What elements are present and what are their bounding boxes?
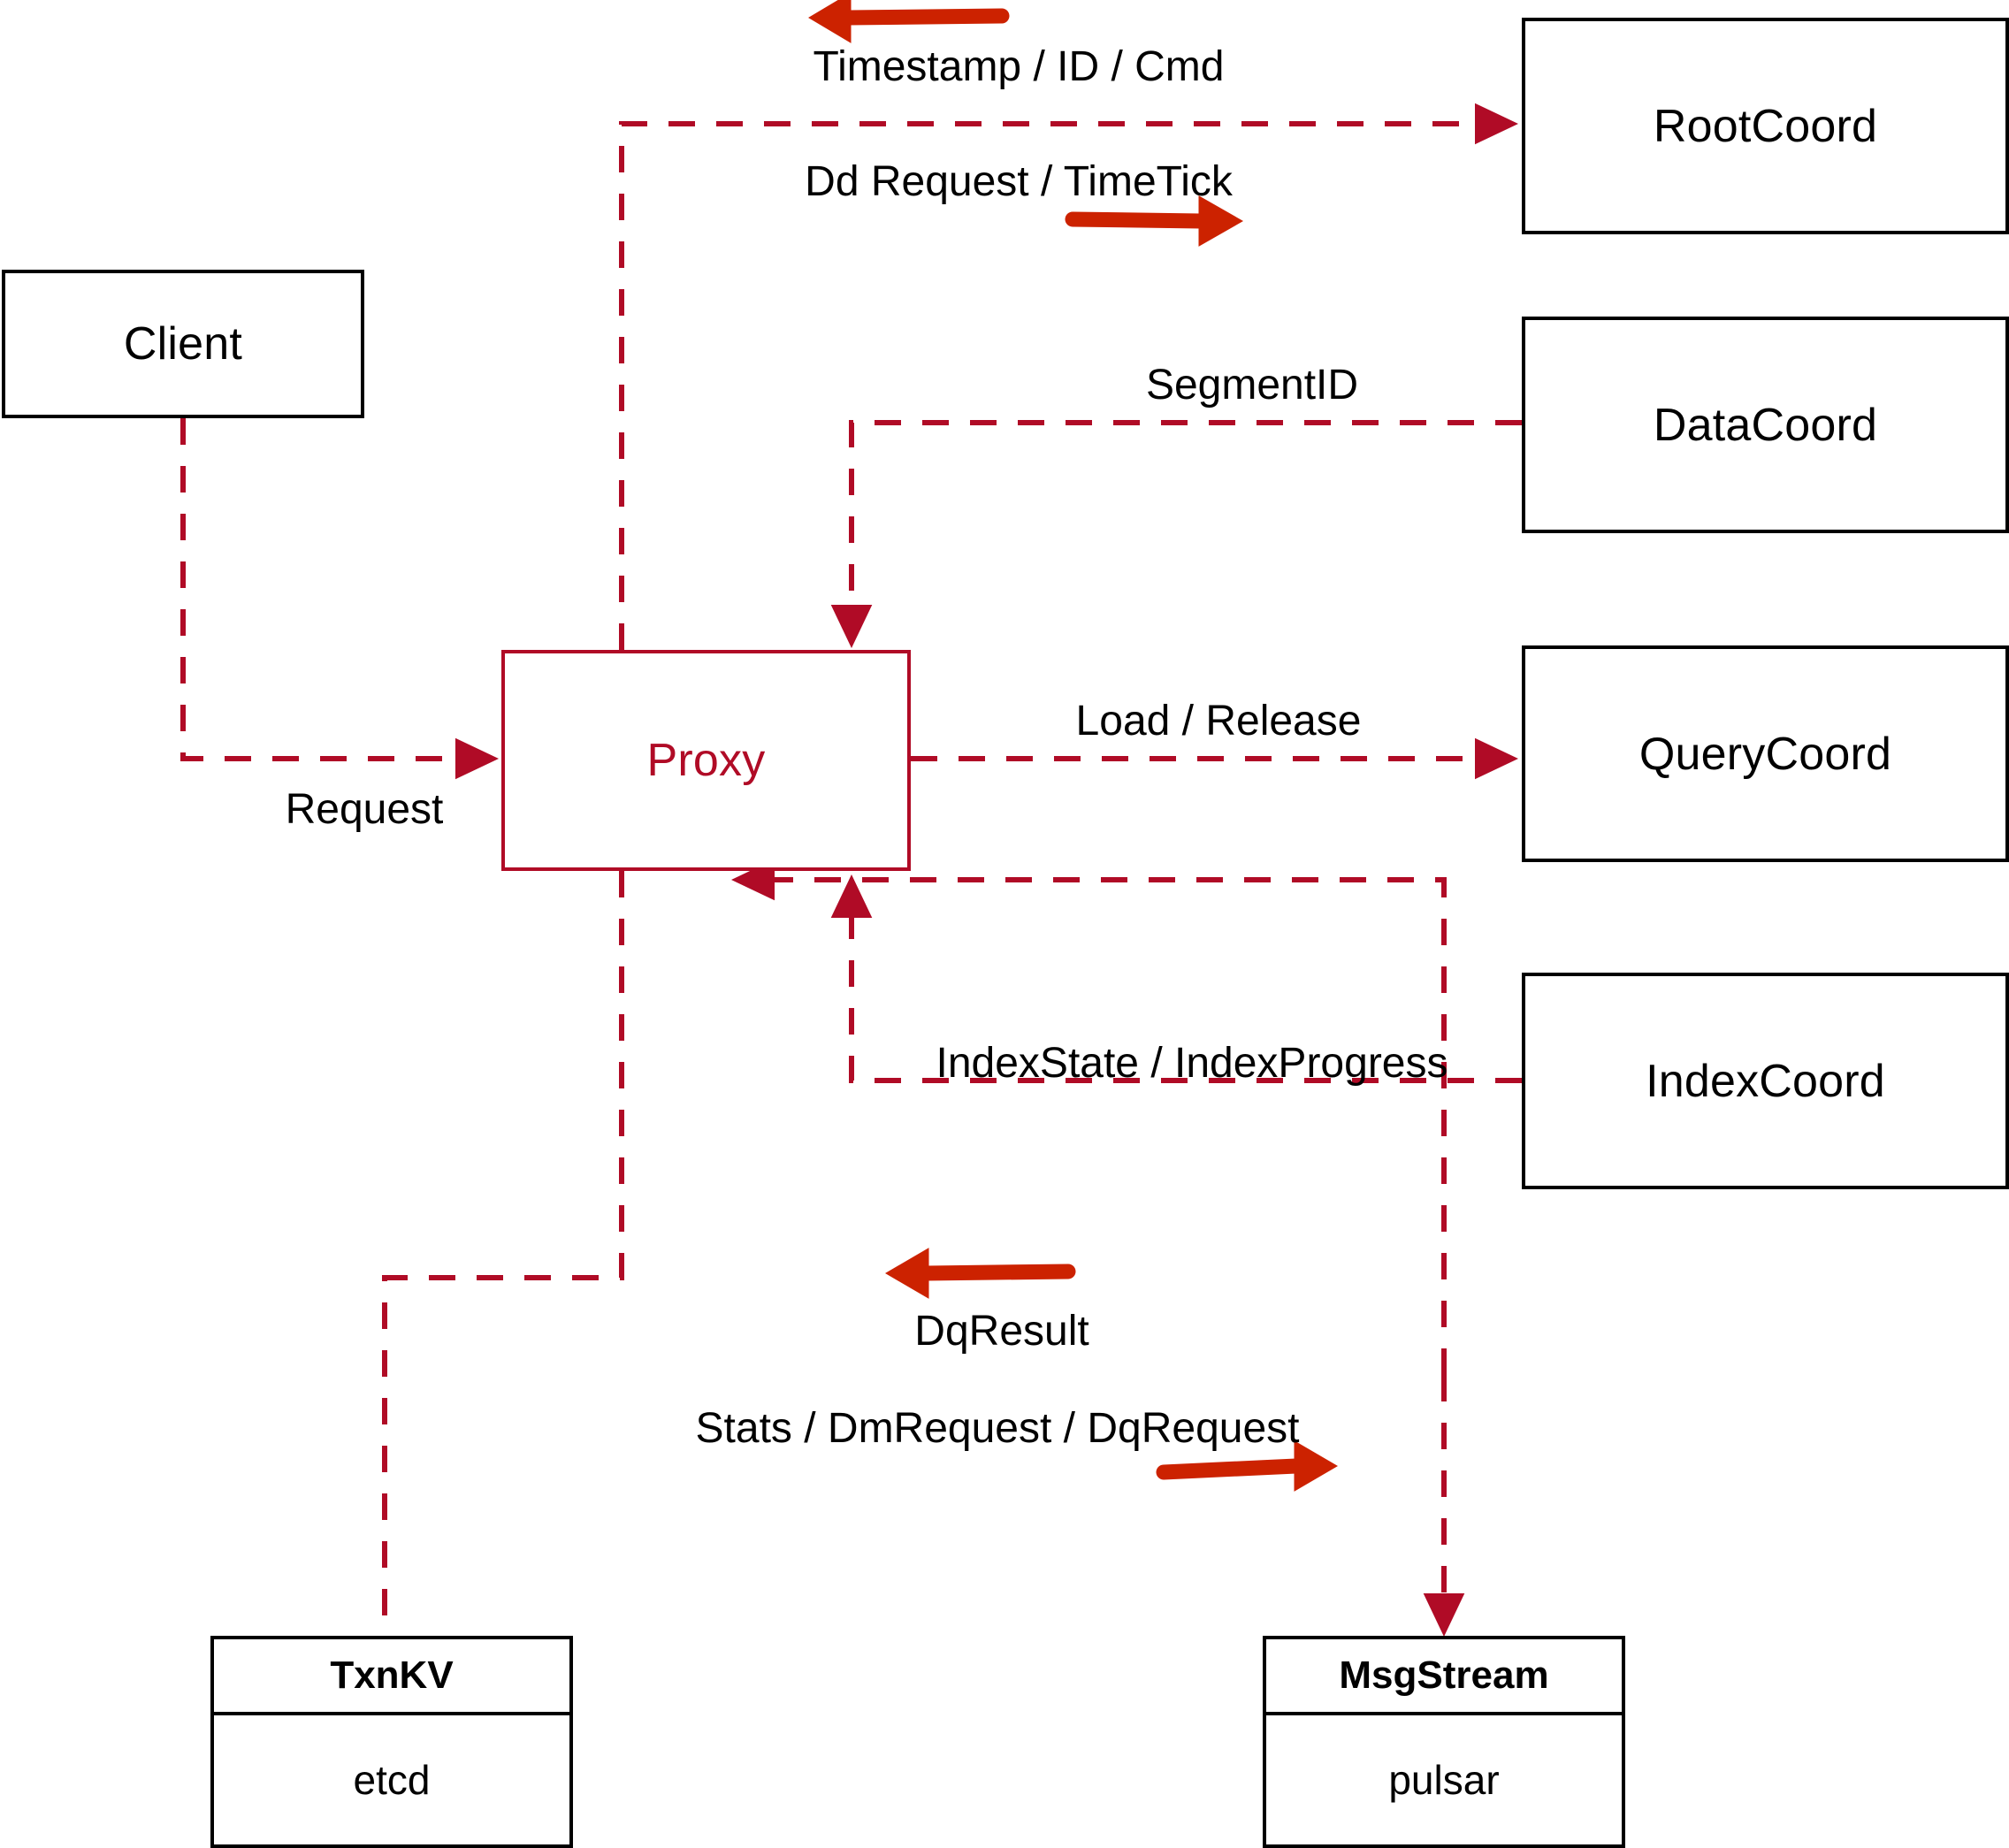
edge-label-index-state-progress: IndexState / IndexProgress — [936, 1040, 1448, 1087]
node-msgstream-header-label: MsgStream — [1339, 1653, 1549, 1697]
direction-arrow-ddrequest-right — [1065, 195, 1244, 247]
node-proxy[interactable]: Proxy — [501, 650, 911, 871]
node-client-label: Client — [123, 318, 243, 370]
edge-indexcoord-to-proxy — [830, 874, 1522, 1083]
node-datacoord-label: DataCoord — [1653, 399, 1878, 451]
node-txnkv-body: etcd — [214, 1715, 569, 1844]
node-msgstream-header: MsgStream — [1266, 1639, 1622, 1715]
edge-proxy-to-rootcoord — [619, 103, 1519, 650]
node-indexcoord-label: IndexCoord — [1646, 1055, 1885, 1107]
node-txnkv-body-label: etcd — [353, 1757, 431, 1803]
edge-label-dd-request-timetick: Dd Request / TimeTick — [805, 158, 1233, 205]
node-txnkv[interactable]: TxnKV etcd — [210, 1636, 573, 1848]
node-proxy-label: Proxy — [646, 735, 766, 786]
edge-client-to-proxy — [180, 418, 500, 780]
edge-label-load-release: Load / Release — [1075, 698, 1362, 745]
edge-label-request: Request — [285, 786, 444, 833]
edge-label-segment-id: SegmentID — [1145, 362, 1359, 409]
node-client[interactable]: Client — [2, 270, 364, 418]
node-rootcoord[interactable]: RootCoord — [1522, 18, 2009, 234]
node-querycoord-label: QueryCoord — [1639, 728, 1892, 780]
edge-proxy-to-txnkv — [382, 871, 624, 1636]
node-rootcoord-label: RootCoord — [1653, 100, 1878, 152]
edge-msgstream-to-proxy — [730, 859, 1447, 1375]
direction-arrow-dqresult-left — [885, 1248, 1076, 1299]
direction-arrow-timestamp-left — [808, 0, 1010, 43]
node-txnkv-header-label: TxnKV — [330, 1653, 454, 1697]
node-msgstream-body-label: pulsar — [1388, 1757, 1500, 1803]
node-datacoord[interactable]: DataCoord — [1522, 317, 2009, 533]
edge-label-timestamp-id-cmd: Timestamp / ID / Cmd — [813, 43, 1225, 90]
edge-label-stats-dm-dq-request: Stats / DmRequest / DqRequest — [695, 1405, 1300, 1452]
node-querycoord[interactable]: QueryCoord — [1522, 645, 2009, 862]
node-indexcoord[interactable]: IndexCoord — [1522, 973, 2009, 1189]
node-msgstream-body: pulsar — [1266, 1715, 1622, 1844]
edge-datacoord-to-proxy — [830, 420, 1522, 649]
node-txnkv-header: TxnKV — [214, 1639, 569, 1715]
node-msgstream[interactable]: MsgStream pulsar — [1263, 1636, 1625, 1848]
direction-arrow-dqrequest-right — [1156, 1440, 1338, 1492]
edge-label-dq-result: DqResult — [914, 1308, 1089, 1355]
